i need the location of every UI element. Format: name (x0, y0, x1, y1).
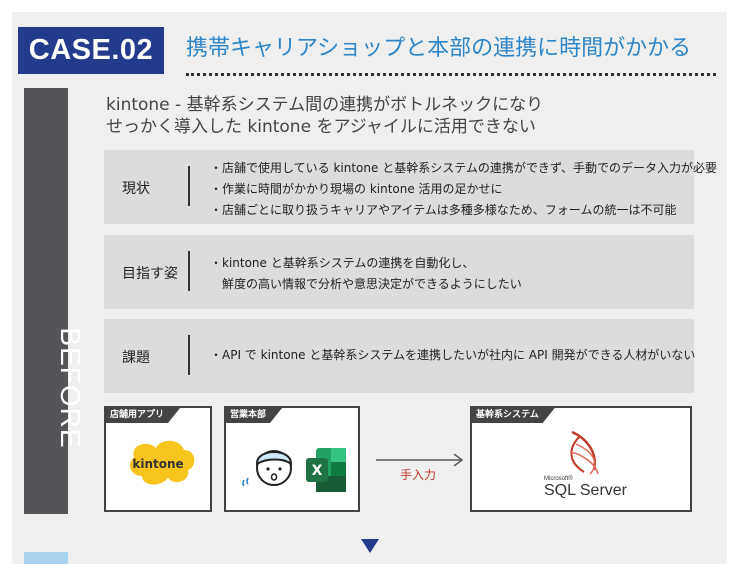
row-label: 課題 (122, 350, 150, 366)
after-side-bar (24, 552, 68, 564)
store-app-box: 店舗用アプリ kintone (104, 406, 212, 512)
arrow-right-icon (376, 453, 464, 467)
box-tag: 営業本部 (226, 408, 282, 423)
lead-line-2: せっかく導入した kintone をアジャイルに活用できない (106, 117, 536, 137)
excel-icon: X (306, 448, 346, 492)
box-tag: 基幹系システム (472, 408, 555, 423)
bullet-item: ・店舗で使用している kintone と基幹系システムの連携ができず、手動でのデ… (210, 161, 717, 175)
row-bullets: ・kintone と基幹系システムの連携を自動化し、 鮮度の高い情報で分析や意思… (210, 253, 522, 295)
row-bullets: ・API で kintone と基幹系システムを連携したいが社内に API 開発… (210, 345, 695, 366)
row-issue: 課題 ・API で kintone と基幹系システムを連携したいが社内に API… (104, 319, 695, 393)
row-bullets: ・店舗で使用している kintone と基幹系システムの連携ができず、手動でのデ… (210, 158, 717, 221)
hq-box: 営業本部 X (224, 406, 360, 512)
worried-person-icon (242, 450, 293, 487)
row-label: 現状 (122, 181, 150, 197)
before-label: BEFORE (55, 327, 86, 449)
row-current-state: 現状 ・店舗で使用している kintone と基幹系システムの連携ができず、手動… (104, 150, 717, 224)
manual-input-label: 手入力 (400, 468, 437, 482)
bullet-item: ・店舗ごとに取り扱うキャリアやアイテムは多種多様なため、フォームの統一は不可能 (210, 203, 677, 217)
sql-vendor-label: Microsoft® (544, 475, 573, 482)
bullet-item: 鮮度の高い情報で分析や意思決定ができるようにしたい (210, 277, 522, 291)
row-separator (188, 251, 190, 291)
bullet-item: ・作業に時間がかかり現場の kintone 活用の足かせに (210, 182, 503, 196)
kintone-wordmark: kintone (132, 457, 183, 471)
bullet-item: ・API で kintone と基幹系システムを連携したいが社内に API 開発… (210, 348, 696, 362)
lead-text: kintone - 基幹系システム間の連携がボトルネックになり せっかく導入した… (106, 94, 543, 138)
sql-server-logo: Microsoft® SQL Server (544, 430, 628, 499)
case-badge: CASE.02 (18, 27, 164, 74)
row-goal: 目指す姿 ・kintone と基幹系システムの連携を自動化し、 鮮度の高い情報で… (104, 235, 694, 309)
before-side-bar: BEFORE (24, 88, 86, 514)
row-separator (188, 166, 190, 206)
bullet-item: ・kintone と基幹系システムの連携を自動化し、 (210, 256, 475, 270)
case-title: 携帯キャリアショップと本部の連携に時間がかかる (186, 36, 692, 61)
kintone-logo: kintone (129, 440, 195, 485)
lead-line-1: kintone - 基幹系システム間の連携がボトルネックになり (106, 95, 544, 115)
box-tag: 店舗用アプリ (106, 408, 180, 423)
row-label: 目指す姿 (122, 266, 178, 282)
excel-letter: X (312, 463, 323, 479)
down-triangle-icon (361, 539, 379, 553)
core-system-box: 基幹系システム Microsoft® SQL Server (470, 406, 692, 512)
sql-product-label: SQL Server (544, 482, 628, 499)
title-dotted-divider (186, 73, 716, 76)
row-separator (188, 335, 190, 375)
